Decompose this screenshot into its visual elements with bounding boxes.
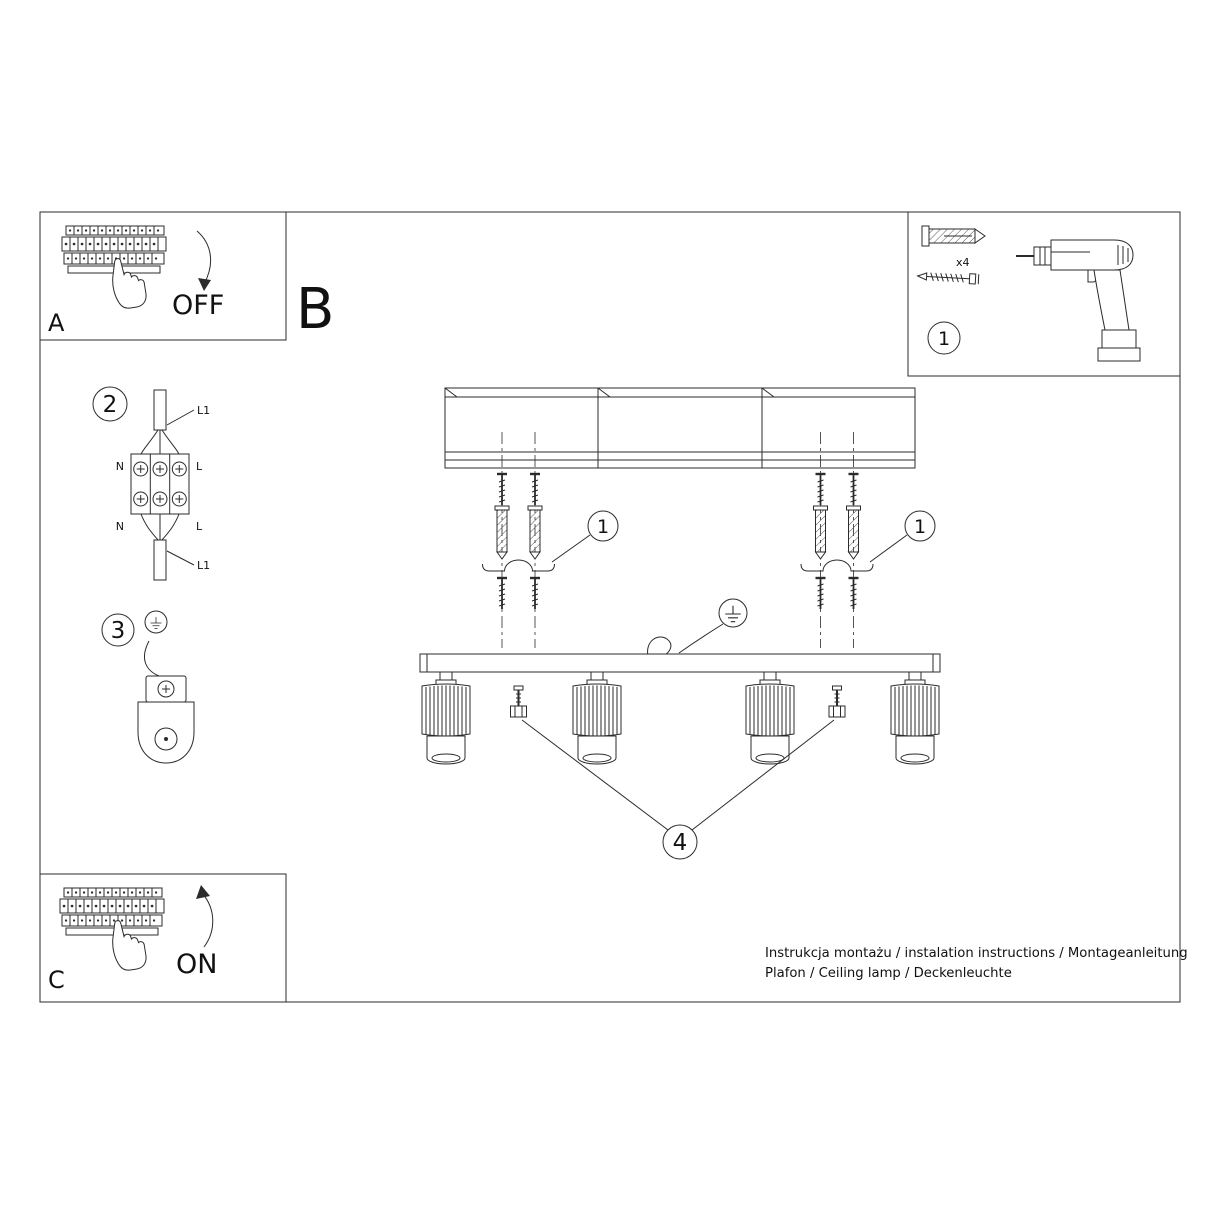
panel-c-border [39,873,287,1003]
sheet-border [39,211,1181,1003]
wire-label-n-bottom: N [116,520,124,533]
footer-line-1: Instrukcja montażu / instalation instruc… [765,946,1188,961]
panel-a-label: A [48,309,65,337]
wires-bottom [140,513,180,541]
ground-screw-cross [162,685,170,693]
callout-1-left-leader [551,534,591,563]
step-2-badge [92,386,128,422]
step-1-badge [927,321,961,355]
arrow-up-icon [201,892,214,948]
panel-a-border [39,211,287,341]
spotlight-4 [890,671,940,765]
step-3-grounding: 3 [101,610,195,764]
section-b-label: B [296,277,334,342]
anchor-count-label: x4 [956,256,970,269]
wire-label-l-bottom: L [196,520,203,533]
callout-1-right-leader [869,534,908,563]
breaker-panel-icon [58,886,166,937]
ground-badge-leader [678,623,724,654]
wire-label-n-top: N [116,460,124,473]
arrow-down-icon [196,230,212,285]
step-4-label: 4 [673,830,688,856]
panel-c-label: C [48,966,65,994]
panel-a-power-off: OFF A [48,224,224,337]
power-on-label: ON [176,949,217,980]
footer-line-2: Plafon / Ceiling lamp / Deckenleuchte [765,966,1012,981]
spotlight-2 [572,671,622,765]
wall-plug-icon [921,225,986,247]
ceiling-diagram: 1 1 4 [419,387,941,860]
terminal-screw [171,461,187,477]
spotlight-1 [421,671,471,765]
l1-top-leader [166,409,195,426]
terminal-screw [133,461,149,477]
arrow-up-head [196,885,210,899]
terminal-screw [133,491,149,507]
panel-c-power-on: ON C [48,885,217,994]
wire-label-l-top: L [196,460,203,473]
terminal-screw [152,491,168,507]
tools-panel: x4 1 [916,225,1141,362]
l1-bottom-leader [166,550,195,566]
cable-top [153,389,167,431]
wire-label-l1-bottom: L1 [197,559,210,572]
step-4-badge [662,824,698,860]
step-3-badge [101,613,135,647]
step-2-wiring: 2 L1 N L N L L1 [92,386,210,581]
callout-1-left-label: 1 [597,516,609,538]
wires-top [140,429,180,455]
callout-1-right-badge [904,510,936,542]
lamp-bar [419,653,941,673]
lamp-bar-caps [426,654,934,672]
terminal-screw [171,491,187,507]
spotlight-3 [745,671,795,765]
wire-label-l1-top: L1 [197,404,210,417]
callout-1-right-label: 1 [914,516,926,538]
ground-wire [144,640,160,677]
outer-frame [39,211,1181,1003]
mounting-bolt-right [828,685,846,718]
callout-1-left-badge [587,510,619,542]
step-1-label: 1 [938,328,950,350]
footer: Instrukcja montażu / instalation instruc… [765,946,1188,981]
power-off-label: OFF [172,290,224,321]
step-2-label: 2 [103,392,118,418]
cable-clamp-center [164,737,168,741]
ceiling-panel [444,387,916,469]
arrow-down-head [198,278,211,291]
cable-bottom [153,539,167,581]
drill-icon [1016,239,1141,362]
cable-loop [647,636,672,657]
tools-panel-border [907,211,1181,377]
terminal-dividers [149,454,171,514]
step-3-label: 3 [111,618,126,644]
screw-icon [916,272,980,285]
mounting-bolt-left [509,685,528,718]
step-4-leaders [521,719,835,831]
terminal-screw [152,461,168,477]
